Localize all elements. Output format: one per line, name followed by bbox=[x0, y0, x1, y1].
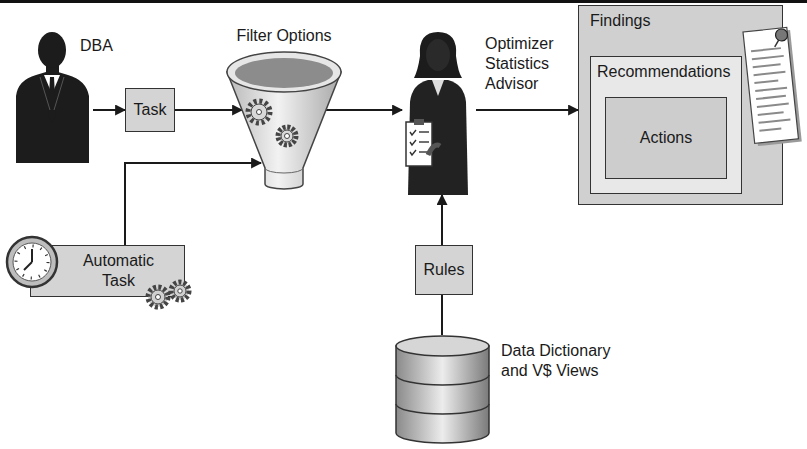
clipboard bbox=[406, 122, 432, 166]
funnel-rim bbox=[227, 52, 341, 92]
process-box: Automatic Task bbox=[30, 245, 185, 297]
pin-needle bbox=[774, 38, 781, 47]
flow-connector bbox=[93, 109, 125, 111]
top-rule bbox=[0, 0, 807, 3]
person-head bbox=[426, 39, 450, 71]
cylinder-body bbox=[396, 346, 489, 443]
person-hair bbox=[414, 32, 462, 78]
flow-connector bbox=[125, 163, 261, 245]
document-shadow bbox=[746, 30, 801, 146]
process-box: ActionsRecommendations bbox=[590, 56, 742, 194]
node-label: Actions bbox=[640, 128, 692, 148]
filter-funnel: Filter Options bbox=[225, 50, 343, 190]
database-cylinder: Data Dictionary and V$ Views bbox=[395, 335, 490, 445]
pin-head bbox=[775, 28, 788, 41]
clock-face bbox=[13, 243, 51, 281]
document-page bbox=[743, 27, 798, 143]
person-head bbox=[38, 32, 66, 68]
checklist bbox=[410, 130, 429, 155]
node-heading: Data Dictionary and V$ Views bbox=[501, 341, 629, 381]
gear-hub bbox=[257, 110, 262, 115]
gear-hub bbox=[178, 289, 182, 293]
node-label: Task bbox=[134, 100, 167, 120]
clock-icon bbox=[7, 237, 57, 287]
flow-connector bbox=[441, 295, 443, 335]
gear-body bbox=[281, 130, 293, 142]
person-figure: Optimizer Statistics Advisor bbox=[400, 30, 478, 195]
document-lines bbox=[751, 48, 791, 131]
process-box: Rules bbox=[415, 245, 473, 295]
cylinder-top bbox=[396, 336, 489, 356]
process-box: ActionsRecommendationsFindings bbox=[578, 5, 783, 205]
person-tie bbox=[48, 77, 56, 123]
node-label: Recommendations bbox=[597, 62, 730, 193]
flow-connector bbox=[175, 109, 242, 111]
clock-hand bbox=[24, 262, 32, 270]
gear-hub bbox=[156, 295, 161, 300]
funnel-opening bbox=[235, 58, 333, 88]
person-hand bbox=[428, 145, 440, 155]
shape-outline bbox=[400, 30, 478, 195]
person-figure: DBA bbox=[10, 30, 95, 163]
shape-outline bbox=[395, 335, 490, 445]
flow-connector bbox=[476, 109, 578, 111]
person-collar bbox=[432, 80, 444, 96]
clock-ticks bbox=[16, 246, 48, 278]
cylinder-band bbox=[396, 375, 489, 385]
process-box: Task bbox=[125, 88, 175, 132]
node-label: Automatic Task bbox=[73, 251, 165, 291]
node-label: Findings bbox=[590, 11, 650, 204]
gear-body bbox=[174, 285, 186, 297]
funnel-spout bbox=[265, 168, 303, 173]
gear-teeth bbox=[171, 282, 189, 300]
clock-rim bbox=[7, 237, 57, 287]
node-label: Rules bbox=[424, 260, 465, 280]
gear-hub bbox=[285, 134, 290, 139]
gear-body bbox=[251, 104, 267, 120]
clipboard-clip bbox=[414, 119, 424, 125]
document-icon bbox=[743, 27, 802, 146]
shape-outline bbox=[225, 50, 343, 190]
person-body bbox=[16, 72, 89, 163]
gear-body bbox=[151, 290, 165, 304]
clock-hand bbox=[31, 249, 33, 262]
flow-connector bbox=[326, 109, 402, 111]
node-heading: DBA bbox=[80, 36, 140, 56]
person-lapel bbox=[40, 77, 64, 110]
cylinder-band bbox=[396, 404, 489, 414]
gear-teeth bbox=[248, 101, 270, 123]
gear-teeth bbox=[278, 127, 296, 145]
flow-connector bbox=[441, 195, 443, 245]
gear-icon bbox=[148, 282, 189, 307]
gear-teeth bbox=[148, 287, 168, 307]
node-heading: Optimizer Statistics Advisor bbox=[485, 34, 573, 94]
node-heading: Filter Options bbox=[215, 26, 353, 46]
process-box: Actions bbox=[605, 97, 727, 179]
